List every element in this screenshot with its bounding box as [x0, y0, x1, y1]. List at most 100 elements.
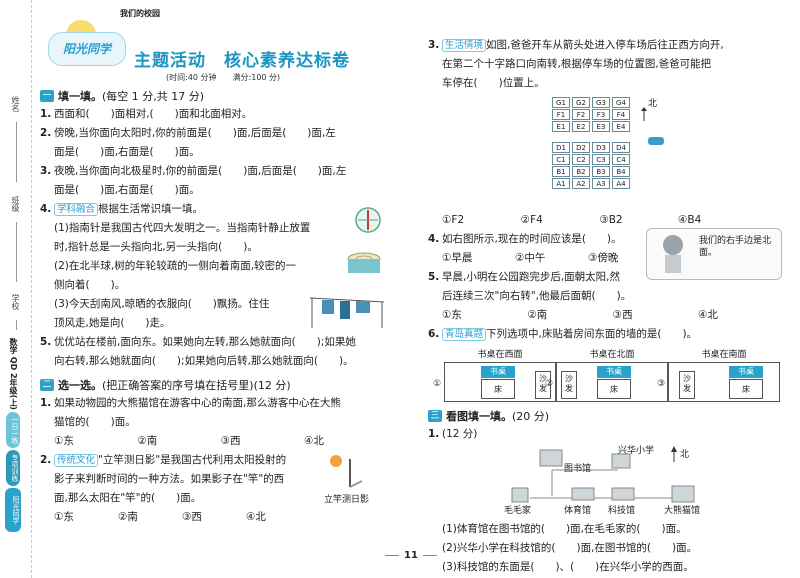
- option[interactable]: ①东: [54, 435, 74, 447]
- left-column: 我们的校园 阳光同学 主题活动 核心素养达标卷 (时间:40 分钟 满分:100…: [36, 0, 386, 527]
- parking-spot: C3: [592, 154, 610, 165]
- section-title: 填一填。: [58, 90, 102, 103]
- option[interactable]: ②F4: [520, 214, 543, 226]
- sofa-label: 沙发: [535, 371, 551, 399]
- place-maomao: 毛毛家: [504, 506, 532, 516]
- bed-label: 床: [597, 379, 631, 399]
- name-label: 姓名: [11, 96, 20, 112]
- question-number: 4.: [40, 203, 52, 215]
- question-number: 4.: [428, 233, 440, 245]
- room-option-2[interactable]: 书桌在北面 ② 书桌 床 沙发: [545, 346, 668, 402]
- option[interactable]: ①东: [442, 309, 462, 321]
- option-marker: ②: [545, 379, 554, 389]
- parking-spot: F4: [612, 109, 630, 120]
- option[interactable]: ②南: [118, 511, 138, 523]
- compass-icon: [355, 207, 381, 233]
- school-caption: 我们的校园: [120, 9, 160, 18]
- tag-badge: 传统文化: [54, 454, 99, 467]
- option[interactable]: ②中午: [515, 252, 546, 264]
- room-option-1[interactable]: 书桌在西面 ① 书桌 床 沙发: [433, 346, 556, 402]
- question-number: 6.: [428, 328, 440, 340]
- option[interactable]: ③西: [182, 511, 202, 523]
- place-panda: 大熊猫馆: [664, 506, 701, 516]
- parking-spot: B4: [612, 166, 630, 177]
- question-text: 优优站在楼前,面向东。如果她向左转,那么她就面向( );如果她: [54, 336, 356, 348]
- question-1-4: 4. 学科融合根据生活常识填一填。 (1)指南针是我国古代四大发明之一。当指南针…: [36, 200, 386, 333]
- tree-stump-icon: [347, 252, 381, 273]
- option[interactable]: ④北: [246, 511, 266, 523]
- parking-spot: E2: [572, 121, 590, 132]
- question-score: (12 分): [442, 428, 478, 440]
- option[interactable]: ③B2: [599, 214, 623, 226]
- desk-label: 书桌: [729, 366, 763, 378]
- option[interactable]: ①东: [54, 511, 74, 523]
- parking-spot: C2: [572, 154, 590, 165]
- sofa-label: 沙发: [561, 371, 577, 399]
- option[interactable]: ③西: [220, 435, 241, 447]
- town-map: 图书馆 兴华小学 北 毛毛家 体育馆 科技馆 大熊猫馆: [442, 444, 780, 516]
- options: ①东 ②南 ③西 ④北: [54, 508, 386, 527]
- parking-spot: A2: [572, 178, 590, 189]
- question-text: 在第二个十字路口向南转,根据停车场的位置图,爸爸可能把: [442, 58, 712, 70]
- option[interactable]: ③西: [612, 309, 633, 321]
- question-text: 面,那么太阳在"竿"的( )面。: [54, 492, 202, 504]
- question-text: 早晨,小明在公园跑完步后,面朝太阳,然: [442, 271, 621, 283]
- place-tech: 科技馆: [608, 506, 636, 516]
- option[interactable]: ③傍晚: [588, 252, 619, 264]
- parking-spot: D1: [552, 142, 570, 153]
- option[interactable]: ②南: [527, 309, 548, 321]
- question-number: 3.: [40, 165, 52, 177]
- option[interactable]: ①早晨: [442, 252, 473, 264]
- question-text: 车停在( )位置上。: [442, 77, 545, 89]
- room-caption: 书桌在北面: [589, 350, 635, 360]
- bed-label: 床: [481, 379, 515, 399]
- section-title: 选一选。: [58, 379, 102, 392]
- parking-spot: E3: [592, 121, 610, 132]
- question-text: (2)兴华小学在科技馆的( )面,在图书馆的( )面。: [442, 542, 698, 554]
- parking-spot: D4: [612, 142, 630, 153]
- sundial-caption: 立竿测日影: [324, 495, 370, 505]
- question-text: 影子来判断时间的一种方法。如果影子在"竿"的西: [54, 473, 285, 485]
- option[interactable]: ①F2: [442, 214, 465, 226]
- room-option-3[interactable]: 书桌在南面 ③ 书桌 床 沙发: [657, 346, 780, 402]
- tab-special: 专项训练: [6, 450, 20, 486]
- tag-badge: 生活情境: [442, 39, 487, 52]
- parking-spot: B1: [552, 166, 570, 177]
- question-text: 侧向着( )。: [54, 279, 126, 291]
- question-1-3: 3. 夜晚,当你面向北极星时,你的前面是( )面,后面是( )面,左 面是( )…: [36, 162, 386, 200]
- town-map-lines: [511, 446, 695, 503]
- question-text: 根据生活常识填一填。: [98, 203, 204, 215]
- question-text: 后连续三次"向右转",他最后面朝( )。: [442, 290, 632, 302]
- section-2-heading: 二 选一选。(把正确答案的序号填在括号里)(12 分): [36, 377, 386, 394]
- section-title: 看图填一填。: [446, 410, 512, 423]
- grade-label: 数学 QD 2年级(上): [9, 338, 18, 410]
- question-number: 5.: [40, 336, 52, 348]
- option[interactable]: ④北: [303, 435, 324, 447]
- parking-spot: G1: [552, 97, 570, 108]
- option[interactable]: ④北: [697, 309, 718, 321]
- section-number: 一: [40, 90, 54, 102]
- laundry-line-icon: [309, 297, 385, 328]
- option[interactable]: ②南: [137, 435, 158, 447]
- question-text: 面是( )面,右面是( )面。: [54, 184, 200, 196]
- tab-daily: 一日一练: [6, 412, 20, 448]
- parking-spot: A3: [592, 178, 610, 189]
- parking-spot: F1: [552, 109, 570, 120]
- question-text: 西面和( )面相对,( )面和北面相对。: [54, 108, 253, 120]
- parking-spot: F3: [592, 109, 610, 120]
- options: ①东 ②南 ③西 ④北: [54, 432, 386, 451]
- question-text: (2)在北半球,树的年轮较疏的一侧向着南面,较密的一: [54, 260, 297, 272]
- question-number: 3.: [428, 39, 440, 51]
- parking-spot: C4: [612, 154, 630, 165]
- child-figure-icon: [663, 235, 683, 273]
- parking-spot: E1: [552, 121, 570, 132]
- question-2-5: 5. 早晨,小明在公园跑完步后,面朝太阳,然 后连续三次"向右转",他最后面朝(…: [424, 268, 780, 325]
- option-marker: ①: [433, 379, 442, 389]
- option[interactable]: ④B4: [677, 214, 702, 226]
